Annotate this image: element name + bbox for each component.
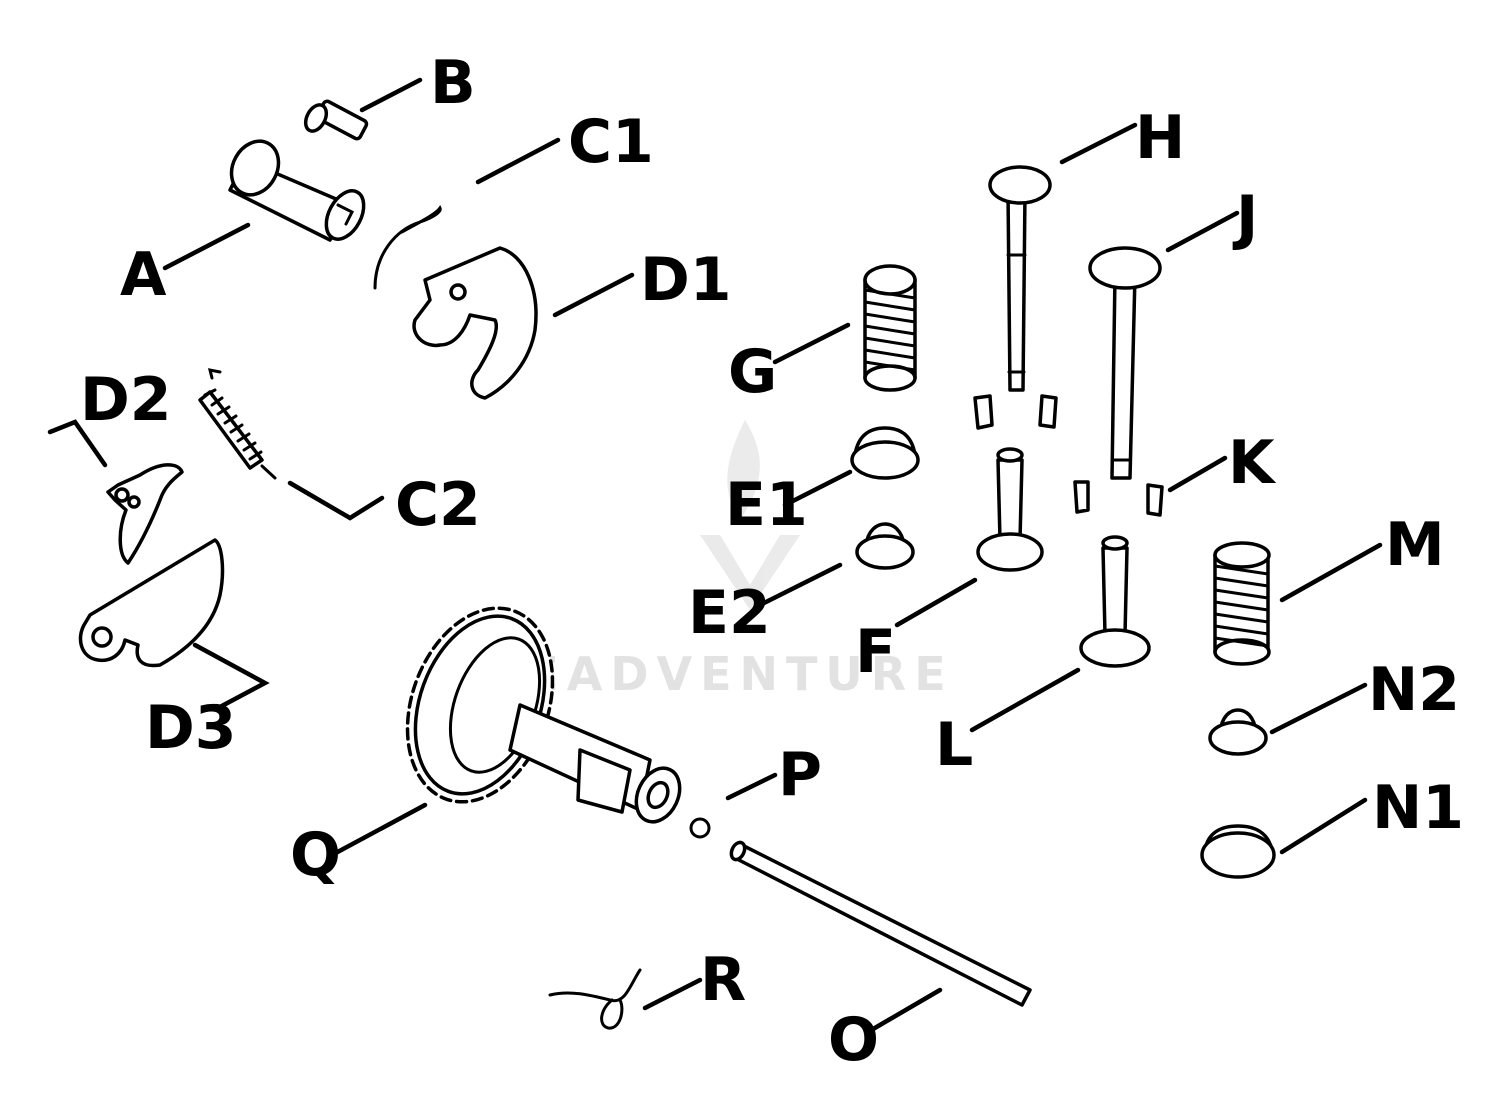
part-d3-weight: [78, 538, 225, 668]
part-f-tappet: [976, 447, 1044, 572]
label-d3: D3: [145, 693, 237, 763]
label-n2: N2: [1368, 655, 1460, 725]
part-c1-clip: [373, 205, 442, 290]
part-p-ball: [689, 817, 711, 839]
label-k: K: [1228, 428, 1277, 498]
part-g-spring: [863, 264, 917, 392]
label-n1: N1: [1372, 773, 1464, 843]
label-l: L: [935, 710, 973, 780]
label-e2: E2: [688, 578, 771, 648]
part-n2-retainer: [1208, 708, 1268, 756]
part-r-clip: [548, 968, 642, 1030]
leader-lines: [47, 77, 1383, 1035]
label-d2: D2: [80, 365, 172, 435]
part-m-spring: [1213, 541, 1271, 666]
label-e1: E1: [725, 470, 808, 540]
part-d2-weight: [106, 463, 184, 565]
part-a-sleeve: [228, 139, 366, 242]
part-k-keepers: [1073, 480, 1164, 517]
part-e1-retainer: [850, 426, 920, 480]
part-e2-retainer: [855, 522, 915, 570]
part-b-pin: [303, 99, 369, 141]
label-p: P: [778, 740, 822, 810]
part-c2-spring: [198, 368, 277, 480]
label-c1: C1: [568, 107, 654, 177]
label-j: J: [1232, 183, 1258, 253]
part-labels: B C1 A D1 D2 C2 D3 G H J E1 E2 F K M L N…: [80, 48, 1464, 1075]
part-o-shaft: [729, 840, 1032, 1007]
part-l-tappet: [1079, 535, 1151, 668]
label-c2: C2: [395, 470, 481, 540]
label-b: B: [430, 48, 476, 118]
label-h: H: [1135, 103, 1185, 173]
label-o: O: [828, 1005, 879, 1075]
label-d1: D1: [640, 245, 732, 315]
label-q: Q: [290, 820, 341, 890]
part-q-camshaft: [405, 606, 682, 824]
label-a: A: [120, 240, 167, 310]
part-h-valve: [988, 165, 1052, 392]
watermark: LEADVENTURE: [490, 420, 954, 701]
label-g: G: [728, 337, 777, 407]
part-n1-retainer: [1200, 824, 1276, 879]
label-m: M: [1385, 510, 1445, 580]
watermark-text: LEADVENTURE: [490, 647, 954, 701]
part-j-valve: [1088, 246, 1162, 480]
part-keepers-upper: [973, 394, 1058, 430]
part-d1-plate: [412, 246, 538, 400]
label-f: F: [855, 617, 896, 687]
label-r: R: [700, 945, 746, 1015]
